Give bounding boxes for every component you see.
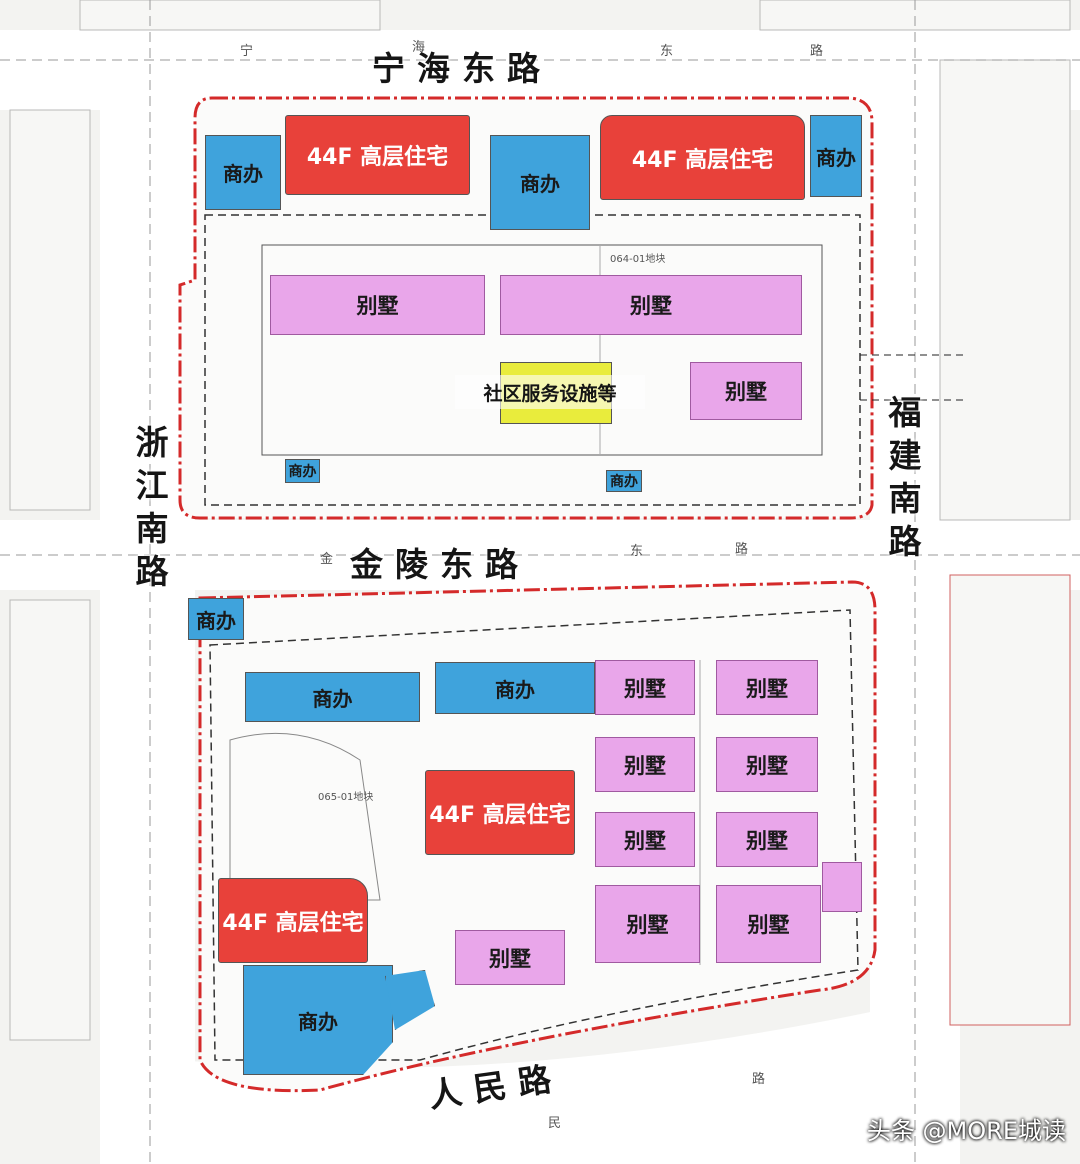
villa-s2: 别墅 [716, 660, 818, 715]
villa-corner-se [822, 862, 862, 912]
residential-tower-s1: 44F 高层住宅 [425, 770, 575, 855]
commercial-block-ne: 商办 [810, 115, 862, 197]
commercial-block-nw: 商办 [205, 135, 281, 210]
villa-s8: 别墅 [716, 885, 821, 963]
commercial-block-sw-top: 商办 [188, 598, 244, 640]
road-name-fujian-south: 福建南路 [883, 395, 922, 567]
road-glyph-top-4: 路 [810, 44, 824, 59]
road-glyph-mid-3: 路 [735, 542, 749, 557]
residential-tower-n1: 44F 高层住宅 [285, 115, 470, 195]
villa-s3: 别墅 [595, 737, 695, 792]
villa-s6: 别墅 [716, 812, 818, 867]
commercial-kiosk-n2: 商办 [606, 470, 642, 492]
road-name-jinling-east: 金陵东路 [350, 545, 530, 584]
parcel-label-north: 064-01地块 [610, 254, 666, 265]
villa-row-n1: 别墅 [270, 275, 485, 335]
community-service-label-extension: 社区服务设施等 [455, 375, 645, 409]
road-glyph-top-1: 宁 [240, 44, 254, 59]
road-name-zhejiang-south: 浙江南路 [130, 425, 169, 597]
commercial-block-n-center: 商办 [490, 135, 590, 230]
parcel-label-south: 065-01地块 [318, 792, 374, 803]
road-glyph-mid-1: 金 [320, 552, 334, 567]
villa-s5: 别墅 [595, 812, 695, 867]
commercial-block-sw: 商办 [243, 965, 393, 1075]
road-glyph-south-1: 民 [548, 1116, 562, 1131]
road-name-ningjai-east: 宁海东路 [372, 49, 552, 88]
commercial-kiosk-n1: 商办 [285, 459, 320, 483]
residential-tower-n2: 44F 高层住宅 [600, 115, 805, 200]
villa-s9: 别墅 [455, 930, 565, 985]
villa-row-n2: 别墅 [500, 275, 802, 335]
residential-tower-s2: 44F 高层住宅 [218, 878, 368, 963]
road-glyph-mid-2: 东 [630, 544, 644, 559]
commercial-block-w: 商办 [245, 672, 420, 722]
villa-s1: 别墅 [595, 660, 695, 715]
road-glyph-top-3: 东 [660, 44, 674, 59]
villa-row-n3: 别墅 [690, 362, 802, 420]
road-glyph-south-2: 路 [752, 1072, 766, 1087]
road-glyph-top-2: 海 [412, 40, 426, 55]
commercial-block-center: 商办 [435, 662, 595, 714]
watermark-text: 头条 @MORE城读 [866, 1117, 1066, 1145]
villa-s7: 别墅 [595, 885, 700, 963]
villa-s4: 别墅 [716, 737, 818, 792]
